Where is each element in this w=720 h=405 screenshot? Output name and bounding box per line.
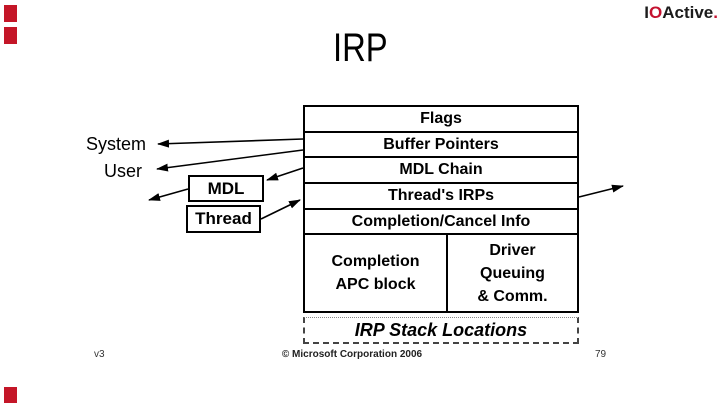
red-edge-mark-top-1 [4,5,17,22]
ioactive-logo: IOActive. [644,3,718,23]
stack-row-buffer-pointers: Buffer Pointers [305,133,577,159]
driver-queuing-cell: Driver Queuing & Comm. [448,235,577,311]
arrow-to-mdl-box [266,167,304,181]
logo-text-black-2: Active [662,3,714,22]
system-label: System [86,134,147,154]
stack-row-flags: Flags [305,107,577,133]
logo-text-red-o: O [649,3,663,22]
mdl-label: MDL [207,178,245,198]
thread-label: Thread [195,209,252,228]
completion-apc-line2: APC block [335,276,416,294]
arrow-to-user [156,149,304,172]
completion-apc-line1: Completion [331,253,420,271]
stack-row-threads-irps: Thread's IRPs [305,184,577,210]
footer-page-number: 79 [595,349,607,360]
arrow-to-system [157,138,304,148]
irp-stack-locations-box: IRP Stack Locations [303,317,579,344]
thread-box: Thread [186,205,261,233]
arrow-stack-right-out [578,184,624,198]
arrow-from-mdl-out [148,188,189,201]
user-label: User [104,161,143,181]
stack-row-completion-cancel: Completion/Cancel Info [305,210,577,236]
irp-structure-box: Flags Buffer Pointers MDL Chain Thread's… [303,105,579,313]
red-edge-mark-bottom [4,387,17,403]
footer-copyright: © Microsoft Corporation 2006 [281,349,423,360]
irp-stack-locations-label: IRP Stack Locations [354,319,528,340]
slide-title: IRP [0,26,720,71]
driver-queuing-line2: Queuing [480,264,545,282]
stack-bottom-row: Completion APC block Driver Queuing & Co… [305,235,577,311]
red-edge-mark-top-2 [4,27,17,44]
footer-version: v3 [94,349,105,360]
driver-queuing-line1: Driver [489,241,536,259]
arrow-thread-to-stack [260,199,301,220]
logo-dot: . [713,3,718,22]
stack-row-mdl-chain: MDL Chain [305,158,577,185]
logo-text-black-1: I [644,3,649,22]
mdl-box: MDL [188,175,264,202]
driver-queuing-line3: & Comm. [477,287,548,305]
completion-apc-block-cell: Completion APC block [305,235,448,311]
slide-title-text: IRP [332,26,388,70]
